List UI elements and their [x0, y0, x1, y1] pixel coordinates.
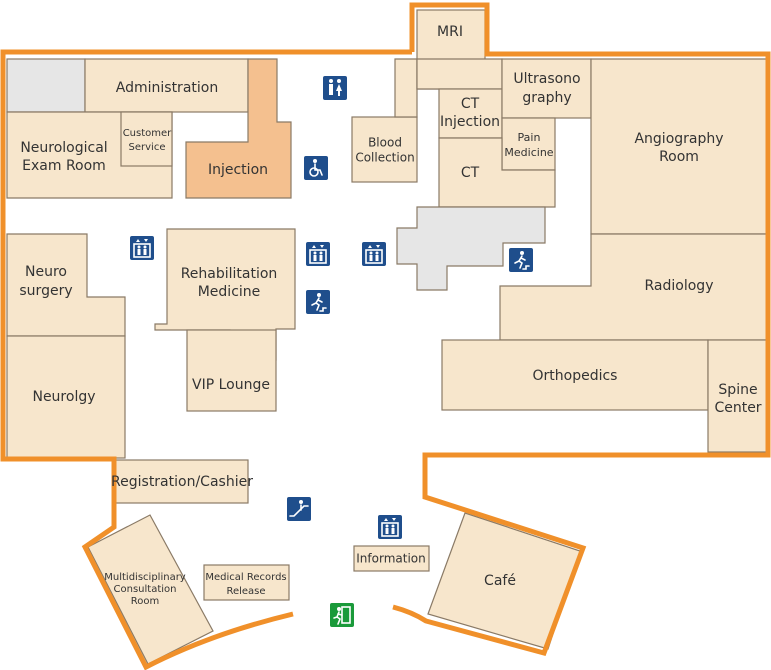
room-ultrasonography[interactable] — [501, 58, 592, 119]
elevator-icon[interactable] — [130, 236, 154, 260]
building-outline-west — [0, 49, 412, 670]
label-angiography-line1: Angiography — [634, 131, 723, 147]
label-administration: Administration — [116, 80, 218, 96]
label-registration: Registration/Cashier — [111, 474, 253, 490]
label-vip-lounge: VIP Lounge — [192, 377, 270, 393]
room-blood-collection-annex — [394, 58, 418, 118]
label-rehabilitation-line2: Medicine — [198, 284, 261, 300]
label-cafe: Café — [484, 573, 516, 589]
label-ct-injection-line1: CT — [461, 96, 480, 112]
label-medical-records-line1: Medical Records — [205, 572, 286, 583]
label-multidisciplinary-line1: Multidisciplinary — [104, 572, 186, 583]
wheelchair-icon[interactable] — [304, 156, 328, 180]
label-ct-injection-line2: Injection — [440, 114, 500, 130]
room-information[interactable] — [353, 545, 430, 572]
label-spine-center-line2: Center — [714, 400, 761, 416]
label-neurology: Neurolgy — [32, 389, 95, 405]
room-mri-annex — [416, 58, 503, 90]
room-pain-medicine[interactable] — [501, 117, 556, 171]
room-registration[interactable] — [114, 459, 249, 504]
label-multidisciplinary-line2: Consultation — [114, 584, 177, 595]
unassigned-area — [6, 58, 86, 113]
stairs-icon[interactable] — [306, 290, 330, 314]
label-neurological-exam-line2: Exam Room — [22, 158, 106, 174]
label-pain-medicine-line2: Medicine — [504, 146, 553, 159]
room-administration[interactable] — [84, 58, 249, 113]
label-pain-medicine-line1: Pain — [518, 131, 541, 144]
elevator-icon[interactable] — [362, 242, 386, 266]
label-neurological-exam-line1: Neurological — [20, 140, 107, 156]
label-ct: CT — [461, 165, 480, 181]
room-customer-service[interactable] — [120, 111, 173, 167]
room-multidisciplinary[interactable] — [87, 514, 214, 665]
room-medical-records[interactable] — [203, 564, 290, 601]
label-information: Information — [356, 552, 425, 566]
label-medical-records-line2: Release — [226, 586, 265, 597]
room-blood-collection[interactable] — [351, 116, 418, 183]
label-customer-service-line1: Customer — [123, 128, 172, 139]
label-ultrasonography-line1: Ultrasono — [513, 71, 580, 87]
label-orthopedics: Orthopedics — [533, 368, 618, 384]
label-ultrasonography-line2: graphy — [522, 90, 571, 106]
room-grey-core — [396, 206, 546, 291]
label-neurosurgery-line2: surgery — [19, 283, 72, 299]
label-spine-center-line1: Spine — [718, 382, 757, 398]
room-neurology[interactable] — [6, 335, 126, 459]
restroom-icon[interactable] — [323, 76, 347, 100]
stairs-icon[interactable] — [509, 248, 533, 272]
label-rehabilitation-line1: Rehabilitation — [181, 266, 278, 282]
label-customer-service-line2: Service — [129, 142, 166, 153]
building-outline — [392, 2, 771, 657]
label-angiography-line2: Room — [659, 149, 699, 165]
escalator-icon[interactable] — [287, 497, 311, 521]
label-mri: MRI — [437, 24, 463, 40]
room-radiology[interactable] — [499, 233, 769, 341]
elevator-icon[interactable] — [306, 242, 330, 266]
label-blood-collection-line1: Blood — [368, 136, 402, 150]
label-multidisciplinary-line3: Room — [131, 596, 159, 607]
label-radiology: Radiology — [645, 278, 714, 294]
elevator-icon[interactable] — [378, 515, 402, 539]
label-injection: Injection — [208, 162, 268, 178]
emergency-exit-icon[interactable] — [330, 603, 354, 627]
label-blood-collection-line2: Collection — [355, 151, 414, 165]
room-injection[interactable] — [185, 58, 292, 199]
room-vip-lounge[interactable] — [186, 329, 277, 412]
label-neurosurgery-line1: Neuro — [25, 264, 67, 280]
